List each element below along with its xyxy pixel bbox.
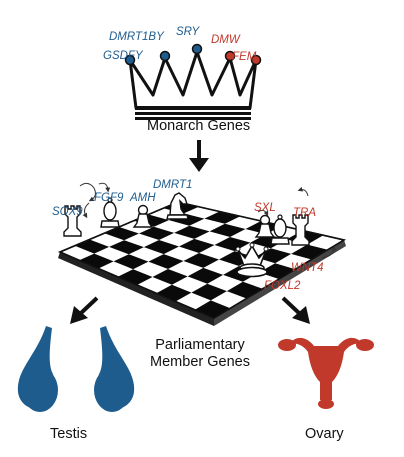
arrow-to-ovary-icon bbox=[281, 296, 310, 324]
board-square bbox=[74, 239, 110, 254]
board-square bbox=[187, 267, 224, 284]
curved-arrow-icon bbox=[82, 202, 90, 219]
board-square bbox=[226, 281, 263, 299]
board-square bbox=[79, 253, 114, 269]
pawn-piece-left bbox=[132, 204, 154, 228]
board-square bbox=[291, 244, 328, 260]
curved-arrow-icon bbox=[257, 209, 269, 217]
crown-icon bbox=[124, 43, 262, 120]
gene-label-dmrt1by: DMRT1BY bbox=[109, 31, 164, 43]
board-square bbox=[143, 240, 179, 255]
testis-label: Testis bbox=[50, 426, 88, 442]
bishop-piece-left bbox=[100, 197, 120, 228]
curved-arrow-icon bbox=[321, 245, 337, 259]
board-square bbox=[139, 226, 175, 240]
rook-piece-right bbox=[291, 214, 310, 246]
board-square bbox=[113, 254, 149, 270]
parliamentary-caption-line1: Parliamentary bbox=[155, 337, 245, 353]
down-arrow-icon bbox=[189, 140, 209, 172]
ovary-icon bbox=[278, 337, 374, 409]
curved-arrow-icon bbox=[79, 182, 96, 202]
board-square bbox=[109, 240, 144, 255]
board-square bbox=[117, 269, 153, 285]
pawn-piece-right bbox=[254, 214, 276, 238]
board-square bbox=[183, 253, 219, 268]
rook-piece-left bbox=[63, 205, 82, 237]
queen-piece bbox=[235, 242, 269, 278]
board-square bbox=[219, 251, 255, 266]
gene-label-dmw: DMW bbox=[211, 34, 240, 46]
board-square bbox=[152, 269, 188, 285]
testis-icon bbox=[17, 326, 135, 412]
bishop-piece-right bbox=[270, 214, 290, 245]
board-square bbox=[148, 254, 184, 269]
gene-label-wnt4: WNT4 bbox=[291, 262, 324, 274]
board-square bbox=[214, 237, 251, 252]
curved-arrow-icon bbox=[297, 186, 309, 197]
gene-label-foxl2: FOXL2 bbox=[264, 280, 301, 292]
parliamentary-caption-line2: Member Genes bbox=[150, 353, 250, 370]
ovary-label: Ovary bbox=[305, 426, 344, 442]
gene-label-amh: AMH bbox=[130, 192, 156, 204]
board-square bbox=[259, 263, 296, 279]
gene-label-sry: SRY bbox=[176, 26, 200, 38]
gene-label-gsdfy: GSDFY bbox=[103, 50, 143, 62]
board-square bbox=[209, 223, 246, 237]
gene-label-tra: TRA bbox=[293, 207, 316, 219]
gene-label-sxl: SXL bbox=[254, 202, 276, 214]
board-square bbox=[194, 300, 231, 318]
board-square bbox=[179, 238, 215, 253]
gene-label-sox9: SOX9 bbox=[52, 206, 83, 218]
arrow-to-testis-icon bbox=[70, 296, 99, 324]
monarch-genes-label: Monarch Genes bbox=[147, 118, 251, 134]
board-square bbox=[156, 284, 192, 302]
chessboard bbox=[58, 201, 346, 326]
board-square bbox=[174, 225, 210, 239]
curved-arrow-icon bbox=[98, 182, 111, 193]
board-square bbox=[191, 283, 227, 301]
gene-label-dmrt1: DMRT1 bbox=[153, 179, 193, 191]
board-square bbox=[254, 248, 292, 264]
gene-label-fgf9: FGF9 bbox=[94, 192, 124, 204]
gene-label-fem: FEM bbox=[232, 51, 257, 63]
knight-piece bbox=[166, 192, 189, 220]
parliamentary-caption: Parliamentary Member Genes bbox=[140, 337, 260, 370]
